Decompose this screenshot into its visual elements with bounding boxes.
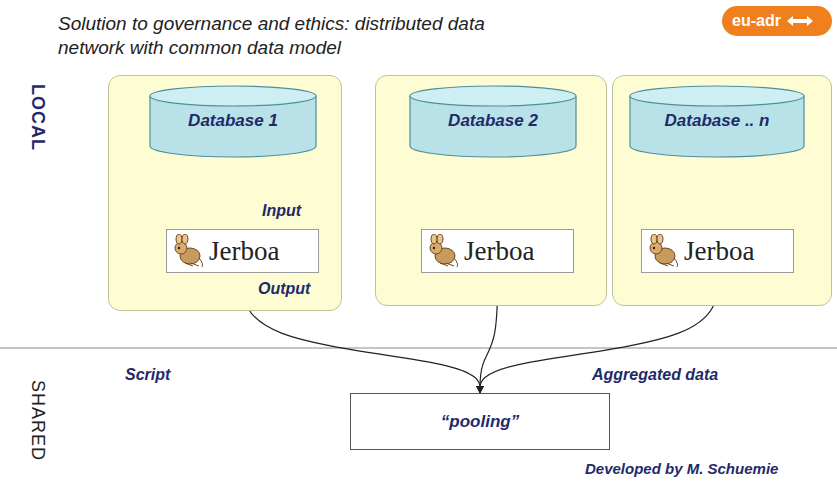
node-label: Jerboa — [684, 236, 754, 267]
flow-label: Aggregated data — [592, 366, 718, 384]
local-shared-divider — [0, 348, 837, 349]
database-cylinder: Database 2 — [409, 85, 577, 157]
credit-note: Developed by M. Schuemie — [585, 460, 778, 477]
node-label: Database 1 — [188, 111, 278, 131]
jerboa-icon — [171, 234, 205, 268]
node-label: “pooling” — [441, 412, 519, 432]
jerboa-box: Jerboa — [421, 229, 574, 273]
local-site-panel: Database 1 Jerboa — [108, 75, 342, 311]
jerboa-icon — [646, 234, 680, 268]
logo-text: eu-adr — [732, 12, 781, 30]
node-label: Database 2 — [448, 111, 538, 131]
pooling-box: “pooling” — [350, 393, 610, 450]
node-label: Jerboa — [464, 236, 534, 267]
jerboa-box: Jerboa — [641, 229, 794, 273]
flow-label: Script — [125, 366, 170, 384]
jerboa-icon — [426, 234, 460, 268]
flow-label: Output — [258, 280, 310, 298]
logo-arrows — [785, 13, 815, 29]
node-label: Jerboa — [209, 236, 279, 267]
local-site-panel: Database .. n Jerboa — [612, 75, 832, 306]
local-site-panel: Database 2 Jerboa — [375, 75, 607, 306]
jerboa-box: Jerboa — [166, 229, 319, 273]
region-label: LOCAL — [27, 84, 48, 151]
database-cylinder: Database .. n — [629, 85, 805, 157]
node-label: Database .. n — [665, 111, 770, 131]
region-label: SHARED — [27, 380, 48, 461]
slide-title: Solution to governance and ethics: distr… — [58, 12, 548, 60]
database-cylinder: Database 1 — [149, 85, 317, 157]
flow-label: Input — [262, 202, 301, 220]
logo-badge: eu-adr — [722, 6, 832, 36]
